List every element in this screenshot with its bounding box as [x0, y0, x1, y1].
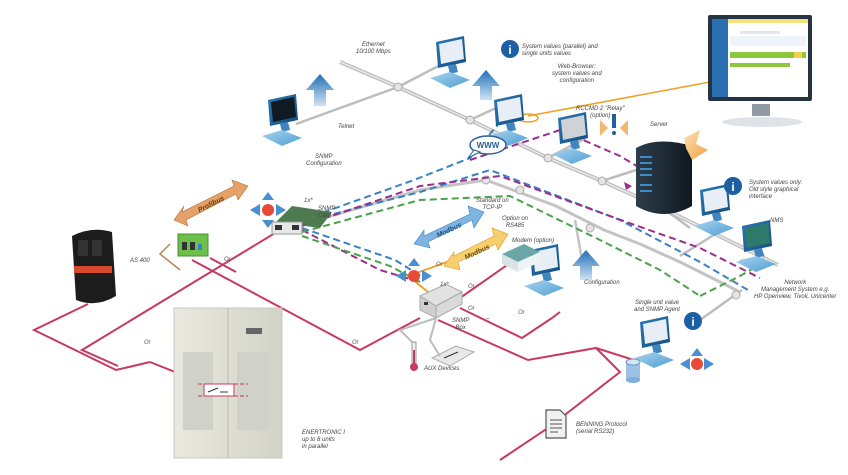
nms-label: NMS — [770, 218, 784, 224]
svg-text:i: i — [731, 180, 734, 194]
system-values-parallel-label: System values (parallel) and single unit… — [522, 44, 598, 57]
snmp-configuration-label: SNMP Configuration — [306, 154, 342, 167]
or-label: Or — [224, 257, 231, 263]
modem — [502, 244, 540, 272]
ups-cabinet — [173, 307, 283, 459]
modbus-rs485-arrow: Modbus — [443, 227, 509, 271]
or-label: Or — [468, 306, 475, 312]
or-label: Or — [436, 262, 443, 268]
web-browser-computer — [488, 94, 528, 146]
server-label: Server — [650, 122, 668, 128]
svg-text:WWW: WWW — [477, 141, 500, 150]
document-icon — [545, 409, 567, 439]
alarm-beacon-icon — [250, 192, 286, 228]
dash-label: – — [486, 316, 490, 322]
benning-protocol-label: BENNING Protocol (serial RS232) — [576, 422, 628, 435]
database-icon — [625, 358, 641, 383]
aux-devices — [410, 341, 476, 371]
info-icon: i — [684, 312, 702, 330]
single-unit-computer — [634, 316, 674, 368]
single-unit-value-label: Single unit value and SNMP Agent — [634, 300, 680, 313]
system-values-only-label: System values only: Old style graphical … — [749, 180, 803, 200]
purple-dashed-line — [301, 174, 761, 279]
or-label: Or — [352, 340, 359, 346]
snmp-box-count-label: 1x* — [440, 282, 449, 288]
web-link-line — [527, 75, 743, 117]
rccmd-relay-label: RCCMD 2 "Relay" (option) — [576, 106, 625, 119]
ethernet-label: Ethernet 10/100 Mbps — [356, 42, 391, 55]
modbus-tcp-arrow: Modbus — [413, 205, 485, 249]
option-rs485-label: Option on RS485 — [502, 216, 529, 229]
or-label: Or — [518, 310, 525, 316]
info-icon: i — [501, 40, 519, 58]
purple-dashed-line-2 — [469, 128, 641, 169]
aux-devices-label: AUX Devices — [424, 366, 460, 372]
telnet-label: Telnet — [338, 124, 355, 130]
network-management-label: Network Management System e.g. HP Openvi… — [754, 280, 837, 300]
snmp-configuration-computer — [262, 94, 302, 146]
svg-text:i: i — [508, 43, 511, 57]
snmp-card-label: SNMP Card — [318, 206, 336, 219]
relay-alert-icon — [600, 114, 628, 136]
profibus-line — [158, 243, 181, 271]
nms-computer — [736, 220, 776, 272]
or-label: Or — [144, 340, 151, 346]
configuration-label: Configuration — [584, 280, 620, 286]
snmp-box-label: SNMP Box — [452, 318, 470, 331]
svg-text:i: i — [691, 315, 694, 329]
modem-label: Modem (option) — [512, 238, 555, 244]
upload-arrow-icon — [572, 250, 600, 280]
standard-tcp-label: Standard on TCP-IP — [476, 198, 509, 211]
or-label: Or — [468, 284, 475, 290]
as400-machine — [72, 229, 116, 304]
snmp-box — [418, 283, 464, 319]
system-values-only-computer — [694, 184, 734, 236]
rccmd-computer — [552, 112, 592, 164]
snmp-card — [271, 206, 332, 235]
as400-label: AS 400 — [130, 258, 150, 264]
upload-arrow-icon — [472, 70, 500, 100]
info-icon: i — [724, 177, 742, 195]
www-bubble: WWW — [467, 135, 507, 159]
server — [636, 141, 692, 214]
server-arrow-icon — [684, 130, 708, 160]
alarm-beacon-icon — [396, 258, 432, 282]
web-browser-label: Web-Browser: system values and configura… — [552, 64, 602, 84]
profibus-arrow: Profibus — [173, 179, 249, 227]
blue-dashed-line-2 — [301, 168, 749, 291]
arrow-into-server — [624, 182, 632, 190]
enertronic-label: ENERTRONIC I up to 8 units in parallel — [302, 430, 345, 450]
system-values-computer — [430, 36, 470, 88]
alarm-beacon-icon — [680, 348, 714, 370]
green-dashed-line — [301, 194, 701, 297]
web-monitor — [708, 15, 812, 127]
upload-arrow-icon — [306, 74, 334, 106]
snmp-card-count-label: 1x* — [304, 198, 313, 204]
profibus-module — [177, 233, 209, 257]
purple-dashed-line-3 — [301, 229, 421, 283]
